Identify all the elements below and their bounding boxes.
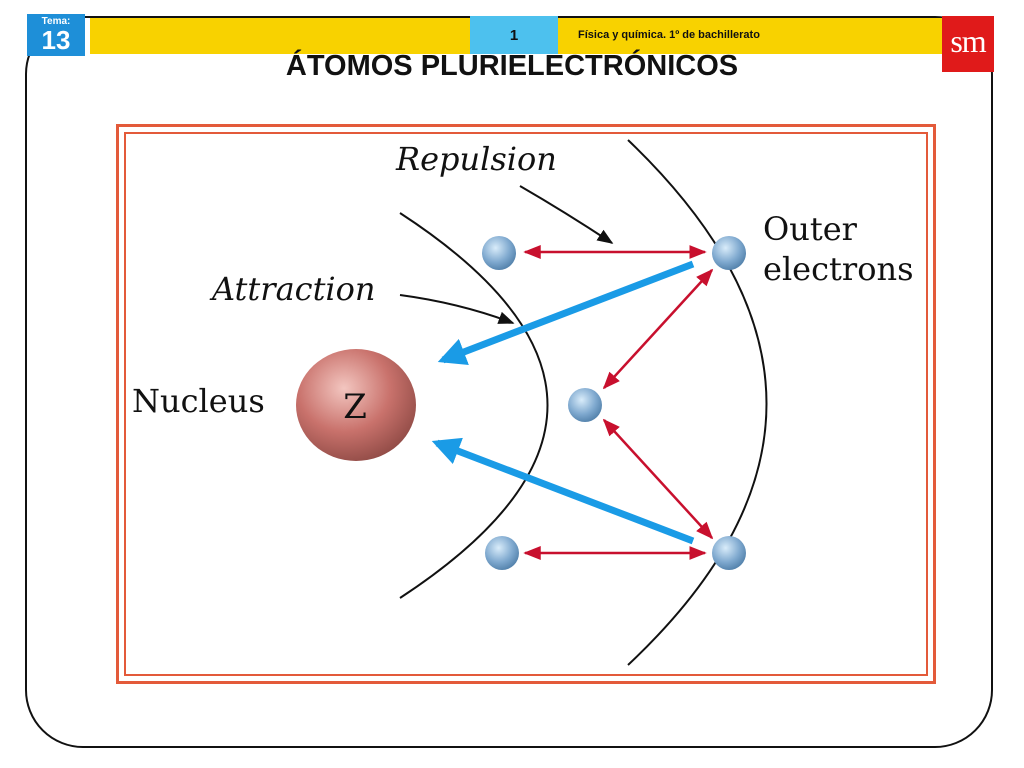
repulsion-label: Repulsion [395, 140, 557, 178]
diagram-frame [116, 124, 936, 684]
tema-number: 13 [41, 25, 71, 55]
attraction-label: Attraction [209, 270, 376, 308]
tema-label: Tema: [41, 16, 71, 27]
nucleus-label: Nucleus [132, 382, 265, 420]
repulsion-pointer [519, 185, 614, 244]
tema-badge: Tema: 13 [27, 14, 85, 56]
inner-shell [399, 212, 549, 599]
page-title: ÁTOMOS PLURIELECTRÓNICOS [285, 50, 739, 82]
repulsion-arrow-upper-diag [602, 268, 714, 390]
electron-inner-bottom [485, 536, 519, 570]
slide-number: 1 [470, 16, 558, 54]
electron-inner-top [482, 236, 516, 270]
outer-electrons-label-line2: electrons [763, 250, 913, 288]
attraction-arrow-bottom [431, 437, 695, 545]
outer-electrons-label-line1: Outer [763, 210, 858, 248]
electron-middle [568, 388, 602, 422]
sm-logo: sm [942, 16, 994, 72]
outer-shell [627, 139, 768, 666]
electron-outer-top [712, 236, 746, 270]
nucleus-z-label: Z [343, 387, 367, 427]
nucleus [296, 349, 416, 461]
course-title: Física y química. 1º de bachillerato [578, 29, 760, 41]
repulsion-arrow-lower-diag [602, 418, 714, 540]
electron-outer-bottom [712, 536, 746, 570]
attraction-pointer [399, 294, 515, 324]
